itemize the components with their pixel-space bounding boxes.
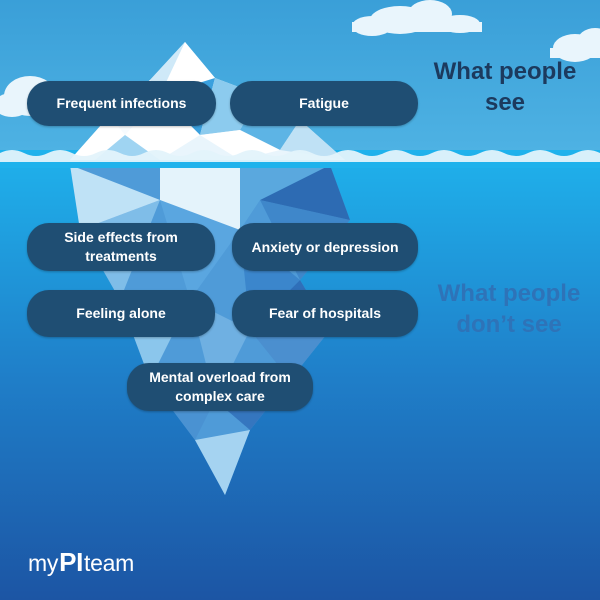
cloud-top — [352, 0, 482, 36]
brand-suffix: team — [84, 550, 134, 576]
cloud-right — [550, 28, 600, 62]
hidden-item-fear-of-hospitals: Fear of hospitals — [232, 290, 418, 337]
hidden-item-feeling-alone: Feeling alone — [27, 290, 215, 337]
hidden-item-anxiety: Anxiety or depression — [232, 223, 418, 271]
visible-item-frequent-infections: Frequent infections — [27, 81, 216, 126]
brand-logo: my PI team — [28, 547, 134, 578]
visible-section-heading: What people see — [433, 58, 577, 116]
hidden-section-heading: What people don’t see — [437, 280, 581, 338]
hidden-item-side-effects: Side effects from treatments — [27, 223, 215, 271]
hidden-item-mental-overload: Mental overload from complex care — [127, 363, 313, 411]
waterline — [0, 150, 600, 162]
brand-mark: PI — [59, 547, 84, 577]
brand-prefix: my — [28, 550, 59, 576]
visible-item-fatigue: Fatigue — [230, 81, 418, 126]
